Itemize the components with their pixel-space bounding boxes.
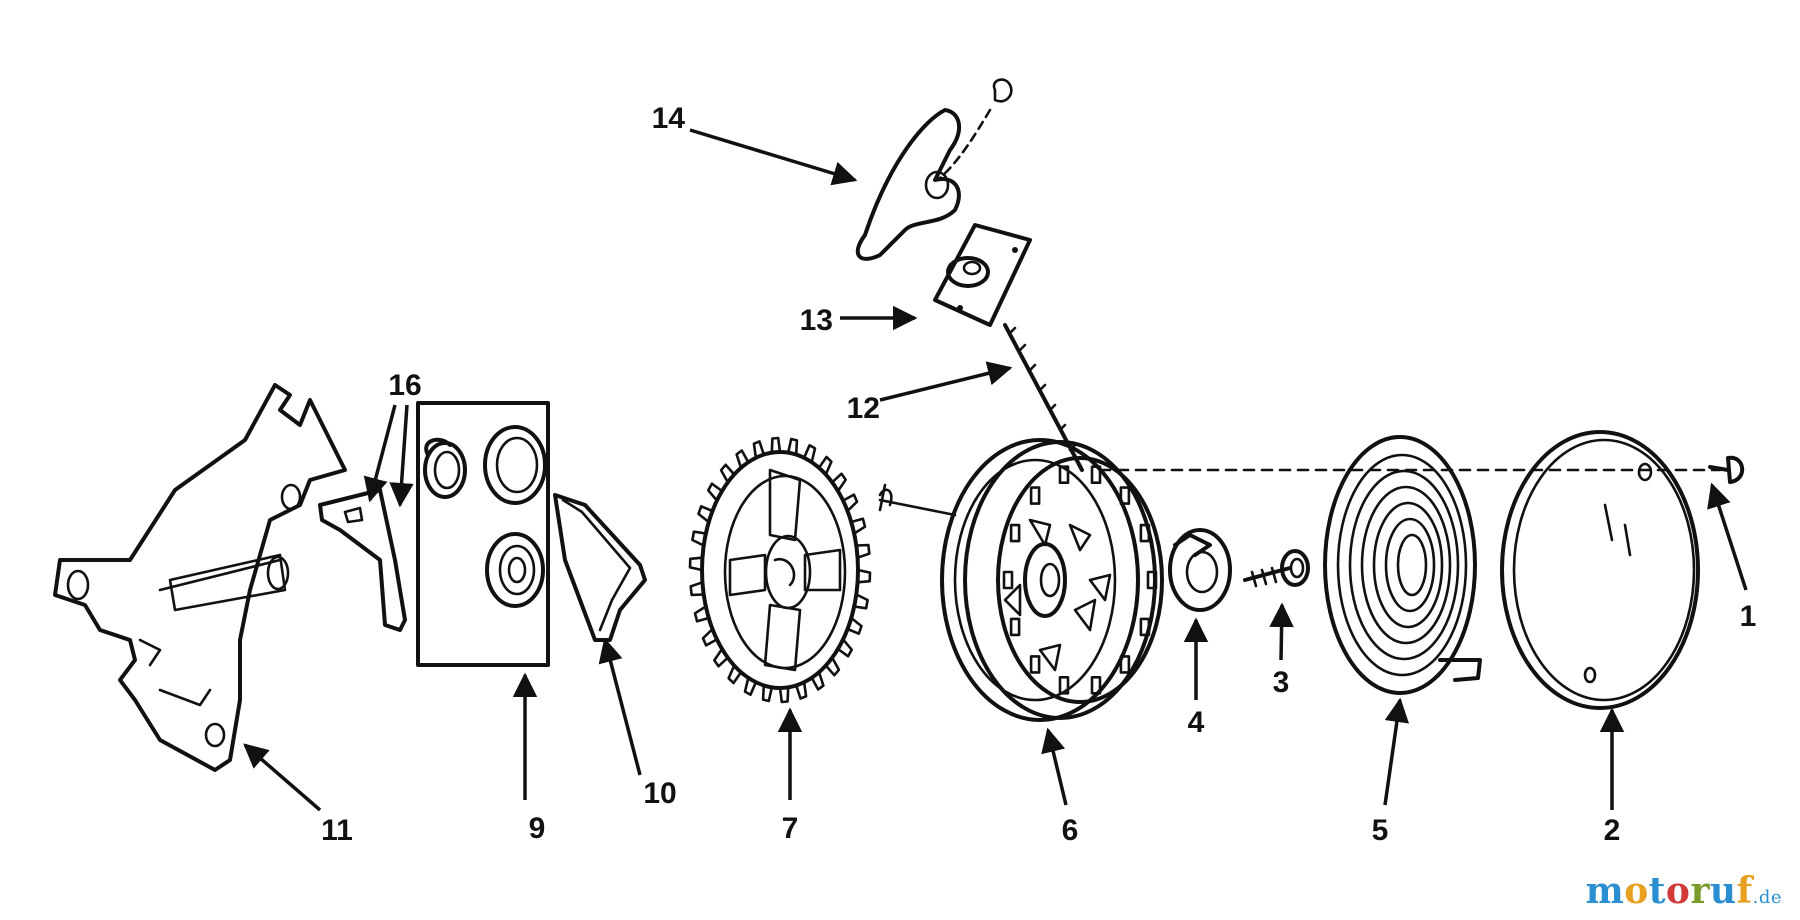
part-14-handle (855, 78, 1013, 261)
part-12-rope (1003, 323, 1084, 472)
part-4-hub (1168, 528, 1232, 612)
part-16-clip (318, 488, 407, 632)
callout-5: 5 (1372, 814, 1389, 847)
part-6-pulley (878, 438, 1164, 722)
part-9-plate (416, 401, 550, 667)
part-1-screw (1708, 455, 1745, 484)
callout-9: 9 (529, 812, 546, 845)
part-3-screw (1243, 549, 1310, 588)
part-7-gear (688, 436, 872, 704)
part-5-spring (1323, 435, 1482, 695)
callout-7: 7 (782, 812, 799, 845)
watermark-domain: .de (1752, 887, 1782, 908)
callout-13: 13 (800, 304, 833, 337)
part-10-wire-spring (553, 493, 647, 642)
callout-2: 2 (1604, 814, 1621, 847)
callout-11: 11 (321, 814, 353, 847)
callout-1: 1 (1740, 600, 1757, 633)
callout-arrows (243, 128, 1748, 812)
callout-3: 3 (1273, 666, 1290, 699)
watermark-brand: motoruf (1585, 870, 1753, 912)
callout-10: 10 (643, 777, 676, 810)
callout-4: 4 (1188, 706, 1205, 739)
callout-labels: 1 2 3 4 5 6 7 9 10 11 12 13 14 16 (321, 102, 1756, 847)
callout-6: 6 (1062, 814, 1079, 847)
part-13-plate (933, 223, 1032, 327)
part-2-cover (1500, 430, 1700, 710)
callout-14: 14 (652, 102, 686, 135)
callout-16: 16 (388, 369, 421, 402)
callout-12: 12 (847, 392, 880, 425)
motoruf-watermark-logo: motoruf.de (1586, 870, 1782, 912)
part-11-bracket (53, 383, 347, 772)
